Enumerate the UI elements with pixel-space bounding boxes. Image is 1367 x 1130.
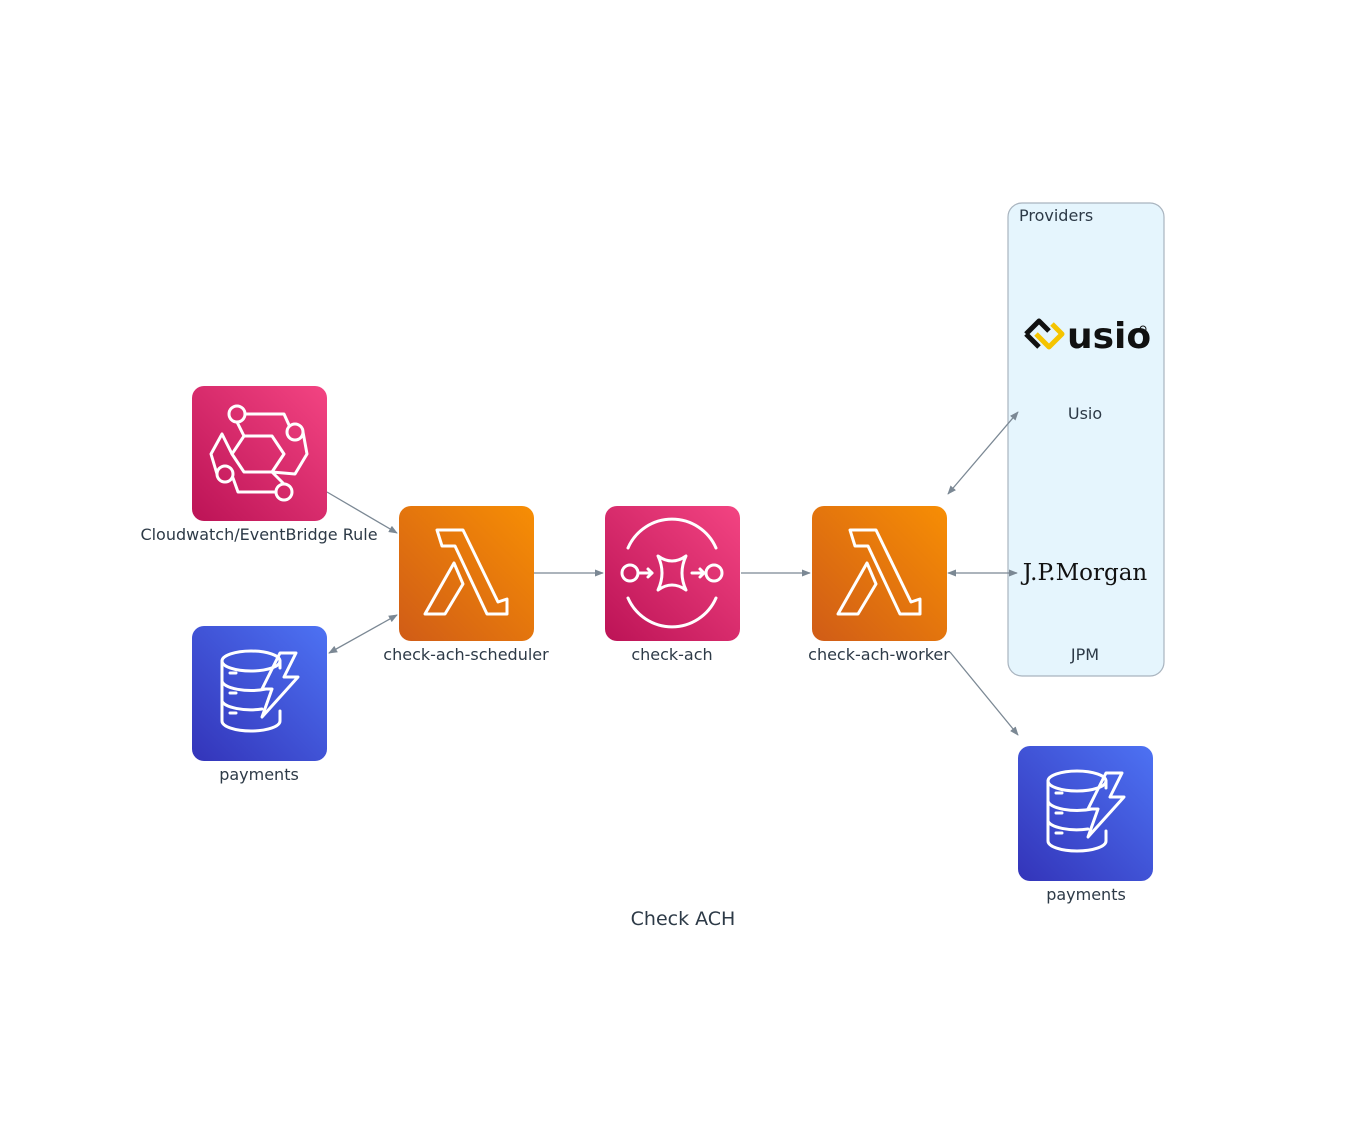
providers-cluster-label: Providers — [1019, 206, 1093, 225]
node-eventbridge[interactable]: Cloudwatch/EventBridge Rule — [140, 386, 378, 544]
diagram-title: Check ACH — [631, 908, 736, 930]
jpmorgan-logo: J.P.Morgan — [1021, 560, 1148, 586]
node-queue[interactable]: check-ach — [605, 506, 740, 664]
node-jpm[interactable]: J.P.Morgan JPM — [1021, 560, 1148, 664]
scheduler-label: check-ach-scheduler — [383, 645, 549, 664]
edge-eventbridge-to-scheduler — [326, 491, 398, 534]
usio-logo-text: usio — [1067, 316, 1151, 357]
dynamodb-icon — [220, 649, 300, 733]
sqs-icon — [620, 517, 724, 629]
payments-left-tile — [192, 626, 327, 761]
usio-logo: usio — [1024, 316, 1151, 357]
edges — [326, 411, 1019, 736]
providers-cluster: Providers — [1007, 202, 1165, 677]
edge-worker-usio — [947, 411, 1019, 495]
usio-label: Usio — [1068, 404, 1102, 423]
edge-worker-to-payments — [949, 651, 1019, 736]
lambda-icon — [836, 528, 922, 616]
eventbridge-icon — [209, 404, 309, 502]
lambda-icon — [423, 528, 509, 616]
node-usio[interactable]: usio Usio — [1024, 316, 1151, 423]
node-worker[interactable]: check-ach-worker — [808, 506, 950, 664]
edge-scheduler-payments — [328, 614, 398, 654]
queue-tile — [605, 506, 740, 641]
providers-cluster-box — [1007, 202, 1165, 677]
jpm-label: JPM — [1070, 645, 1099, 664]
payments-right-tile — [1018, 746, 1153, 881]
eventbridge-label: Cloudwatch/EventBridge Rule — [140, 525, 377, 544]
queue-label: check-ach — [631, 645, 712, 664]
payments-left-label: payments — [219, 765, 299, 784]
node-payments-right[interactable]: payments — [1018, 746, 1153, 904]
worker-label: check-ach-worker — [808, 645, 950, 664]
payments-right-label: payments — [1046, 885, 1126, 904]
dynamodb-icon — [1046, 769, 1126, 853]
eventbridge-tile — [192, 386, 327, 521]
node-payments-left[interactable]: payments — [192, 626, 327, 784]
node-scheduler[interactable]: check-ach-scheduler — [383, 506, 549, 664]
